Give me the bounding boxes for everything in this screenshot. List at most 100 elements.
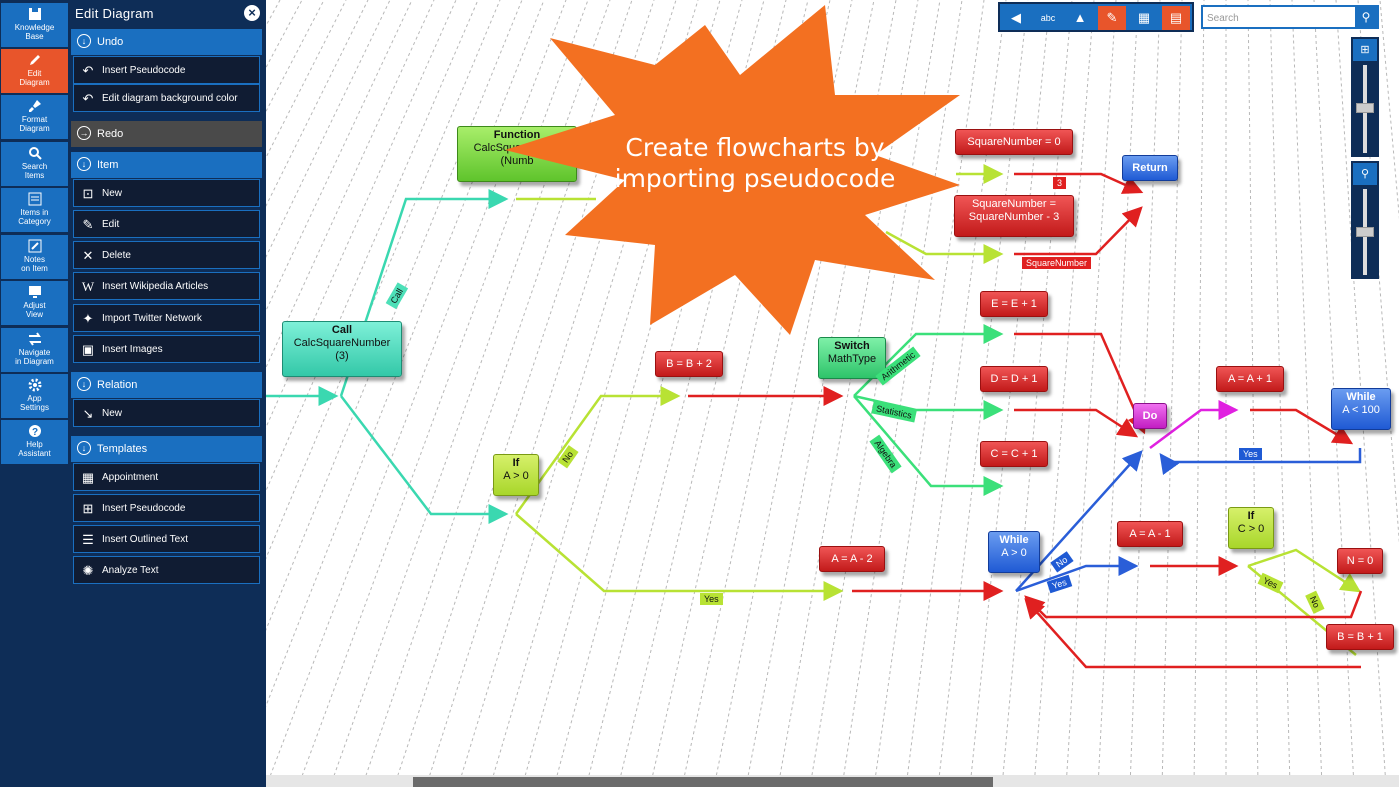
magnify-slider-thumb[interactable] bbox=[1356, 227, 1374, 237]
squarenumber-0-node[interactable]: SquareNumber = 0 bbox=[955, 129, 1073, 155]
callout-line: importing pseudocode bbox=[614, 164, 896, 193]
squarenumber-minus-3-node[interactable]: SquareNumber = SquareNumber - 3 bbox=[954, 195, 1074, 237]
scrollbar-thumb[interactable] bbox=[413, 777, 993, 787]
relation-new-button[interactable]: ↘ New bbox=[73, 399, 260, 427]
node-text: A = A - 1 bbox=[1129, 528, 1171, 540]
import-twitter-button[interactable]: ✦ Import Twitter Network bbox=[73, 304, 260, 332]
background-line bbox=[1269, 0, 1291, 787]
if-c-gt-0-node[interactable]: If C > 0 bbox=[1228, 507, 1274, 549]
fit-view-button[interactable]: ⊞ bbox=[1353, 39, 1377, 61]
item-delete-button[interactable]: ✕ Delete bbox=[73, 241, 260, 269]
node-text: E = E + 1 bbox=[991, 298, 1037, 310]
nav-label: Adjust View bbox=[23, 301, 46, 319]
item-section-header[interactable]: ↓ Item bbox=[71, 152, 262, 178]
template-analyze-text-button[interactable]: ✺ Analyze Text bbox=[73, 556, 260, 584]
call-node[interactable]: Call CalcSquareNumber (3) bbox=[282, 321, 402, 377]
node-text: SquareNumber = 0 bbox=[967, 136, 1061, 148]
svg-text:?: ? bbox=[31, 427, 37, 438]
panel-toggle-button[interactable]: ▤ bbox=[1162, 6, 1190, 30]
node-text: A = A - 2 bbox=[831, 553, 873, 565]
search-input[interactable] bbox=[1205, 9, 1359, 27]
undo-button[interactable]: ↓ Undo bbox=[71, 29, 262, 55]
diagram-canvas[interactable]: Function CalcSquareNumb (Numb Call CalcS… bbox=[266, 0, 1399, 787]
b-plus-1-node[interactable]: B = B + 1 bbox=[1326, 624, 1394, 650]
nav-search-items[interactable]: Search Items bbox=[1, 142, 68, 186]
top-toolbar: ◀ abc ▲ ✎ ▦ ▤ bbox=[998, 2, 1194, 32]
new-item-icon: ⊡ bbox=[82, 186, 94, 201]
node-title: Function bbox=[493, 129, 541, 141]
c-plus-1-node[interactable]: C = C + 1 bbox=[980, 441, 1048, 467]
nav-items-in-category[interactable]: Items in Category bbox=[1, 188, 68, 232]
magnify-button[interactable]: ⚲ bbox=[1353, 163, 1377, 185]
a-plus-1-node[interactable]: A = A + 1 bbox=[1216, 366, 1284, 392]
outline-icon: ☰ bbox=[82, 532, 94, 547]
nav-navigate-in-diagram[interactable]: Navigate in Diagram bbox=[1, 328, 68, 372]
background-line bbox=[809, 0, 941, 787]
undo-edit-background-color[interactable]: ↶ Edit diagram background color bbox=[73, 84, 260, 112]
cmd-label: New bbox=[102, 188, 123, 199]
node-text: (3) bbox=[335, 350, 349, 362]
n-equals-0-node[interactable]: N = 0 bbox=[1337, 548, 1383, 574]
spellcheck-button[interactable]: abc bbox=[1034, 6, 1062, 30]
template-appointment-button[interactable]: ▦ Appointment bbox=[73, 463, 260, 491]
do-node[interactable]: Do bbox=[1133, 403, 1167, 429]
background-line bbox=[1097, 0, 1139, 787]
zoom-magnify-control: ⚲ bbox=[1351, 161, 1379, 279]
nav-edit-diagram[interactable]: Edit Diagram bbox=[1, 49, 68, 93]
background-line bbox=[1033, 0, 1095, 787]
edit-mode-button[interactable]: ✎ bbox=[1098, 6, 1126, 30]
template-outlined-text-button[interactable]: ☰ Insert Outlined Text bbox=[73, 525, 260, 553]
insert-images-button[interactable]: ▣ Insert Images bbox=[73, 335, 260, 363]
callout-text: Create flowcharts by importing pseudocod… bbox=[600, 132, 910, 194]
zoom-slider-thumb[interactable] bbox=[1356, 103, 1374, 113]
network-icon: ✺ bbox=[82, 563, 94, 578]
nav-adjust-view[interactable]: Adjust View bbox=[1, 281, 68, 325]
relation-section-header[interactable]: ↓ Relation bbox=[71, 372, 262, 398]
undo-label: Undo bbox=[97, 36, 124, 48]
node-text: A = A + 1 bbox=[1227, 373, 1273, 385]
templates-section-header[interactable]: ↓ Templates bbox=[71, 436, 262, 462]
back-button[interactable]: ◀ bbox=[1002, 6, 1030, 30]
nav-app-settings[interactable]: App Settings bbox=[1, 374, 68, 418]
e-plus-1-node[interactable]: E = E + 1 bbox=[980, 291, 1048, 317]
background-line bbox=[266, 0, 281, 27]
nav-label: Search Items bbox=[21, 162, 48, 180]
insert-wikipedia-button[interactable]: W Insert Wikipedia Articles bbox=[73, 272, 260, 300]
redo-button[interactable]: → Redo bbox=[71, 121, 262, 147]
a-minus-1-node[interactable]: A = A - 1 bbox=[1117, 521, 1183, 547]
undo-insert-pseudocode[interactable]: ↶ Insert Pseudocode bbox=[73, 56, 260, 84]
node-text: (Numb bbox=[500, 155, 534, 167]
horizontal-scrollbar[interactable] bbox=[266, 775, 1399, 787]
close-icon[interactable]: × bbox=[244, 5, 260, 21]
switch-node[interactable]: Switch MathType bbox=[818, 337, 886, 379]
wikipedia-icon: W bbox=[81, 279, 95, 294]
edit-icon: ✎ bbox=[82, 217, 94, 232]
zoom-fit-control: ⊞ bbox=[1351, 37, 1379, 157]
cmd-label: Insert Pseudocode bbox=[102, 65, 186, 76]
item-edit-button[interactable]: ✎ Edit bbox=[73, 210, 260, 238]
template-insert-pseudocode-button[interactable]: ⊞ Insert Pseudocode bbox=[73, 494, 260, 522]
while-a-lt-100-node[interactable]: While A < 100 bbox=[1331, 388, 1391, 430]
nav-help-assistant[interactable]: ? Help Assistant bbox=[1, 420, 68, 464]
if-a-gt-0-node[interactable]: If A > 0 bbox=[493, 454, 539, 496]
nav-knowledge-base[interactable]: Knowledge Base bbox=[1, 3, 68, 47]
learn-button[interactable]: ▲ bbox=[1066, 6, 1094, 30]
while-a-gt-0-node[interactable]: While A > 0 bbox=[988, 531, 1040, 573]
item-new-button[interactable]: ⊡ New bbox=[73, 179, 260, 207]
table-view-button[interactable]: ▦ bbox=[1130, 6, 1158, 30]
nav-label: Format Diagram bbox=[19, 115, 50, 133]
background-line bbox=[1161, 0, 1183, 787]
background-line bbox=[1313, 0, 1355, 787]
help-icon: ? bbox=[28, 425, 41, 438]
nav-format-diagram[interactable]: Format Diagram bbox=[1, 95, 68, 139]
search-icon: ⚲ bbox=[1360, 168, 1370, 180]
search-button[interactable]: ⚲ bbox=[1355, 7, 1377, 27]
return-node[interactable]: Return bbox=[1122, 155, 1178, 181]
d-plus-1-node[interactable]: D = D + 1 bbox=[980, 366, 1048, 392]
b-plus-2-node[interactable]: B = B + 2 bbox=[655, 351, 723, 377]
background-line bbox=[266, 0, 347, 159]
undo-icon: ↶ bbox=[82, 91, 94, 106]
a-minus-2-node[interactable]: A = A - 2 bbox=[819, 546, 885, 572]
twitter-icon: ✦ bbox=[82, 311, 94, 326]
nav-notes-on-item[interactable]: Notes on Item bbox=[1, 235, 68, 279]
